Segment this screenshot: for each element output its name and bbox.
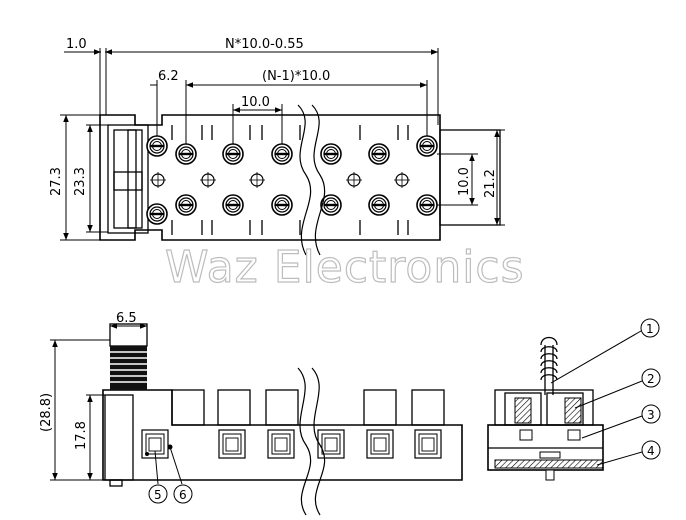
dim-height-outer: 27.3 bbox=[49, 167, 64, 196]
callout-2: 2 bbox=[647, 372, 655, 386]
dim-height-right: 21.2 bbox=[483, 169, 498, 198]
callout-4: 4 bbox=[647, 444, 655, 458]
top-view-mounting-holes bbox=[149, 171, 411, 189]
callout-1: 1 bbox=[646, 322, 654, 336]
dim-pitch-total: (N-1)*10.0 bbox=[262, 69, 330, 84]
dim-first-pitch: 6.2 bbox=[158, 69, 179, 84]
front-view-grip bbox=[110, 346, 147, 390]
dim-cap-width: 6.5 bbox=[116, 311, 137, 326]
callout-3: 3 bbox=[647, 408, 655, 422]
front-view-cells bbox=[141, 429, 442, 459]
top-view-dimension-lines bbox=[60, 48, 505, 241]
front-view-dimension-lines bbox=[50, 323, 183, 485]
callout-6: 6 bbox=[179, 488, 187, 502]
front-view-callouts: 5 6 bbox=[148, 484, 193, 504]
dim-pitch: 10.0 bbox=[241, 95, 270, 110]
dim-height-inner: 23.3 bbox=[73, 167, 88, 196]
dim-overall-length: N*10.0-0.55 bbox=[225, 37, 304, 52]
front-view-break-lines bbox=[297, 367, 326, 516]
dim-body-height: 17.8 bbox=[74, 421, 89, 450]
top-view bbox=[99, 114, 501, 241]
dim-offset-left: 1.0 bbox=[66, 37, 87, 52]
callout-5: 5 bbox=[154, 488, 162, 502]
side-view-callouts: 1 2 3 4 bbox=[640, 318, 661, 460]
top-view-break-lines bbox=[297, 104, 326, 256]
side-view-spring bbox=[540, 336, 558, 395]
dim-height-total: (28.8) bbox=[39, 393, 54, 432]
side-view-hatching bbox=[494, 397, 604, 481]
front-view-dimension-labels: 6.5 (28.8) 17.8 bbox=[39, 311, 137, 450]
top-view-dimension-labels: N*10.0-0.55 1.0 (N-1)*10.0 6.2 10.0 27.3… bbox=[49, 37, 498, 198]
top-view-screws bbox=[145, 134, 439, 226]
side-view-leaders bbox=[550, 330, 643, 466]
front-view bbox=[102, 323, 463, 487]
dim-row-spacing: 10.0 bbox=[457, 167, 472, 196]
watermark-text: Waz Electronics bbox=[165, 242, 525, 293]
